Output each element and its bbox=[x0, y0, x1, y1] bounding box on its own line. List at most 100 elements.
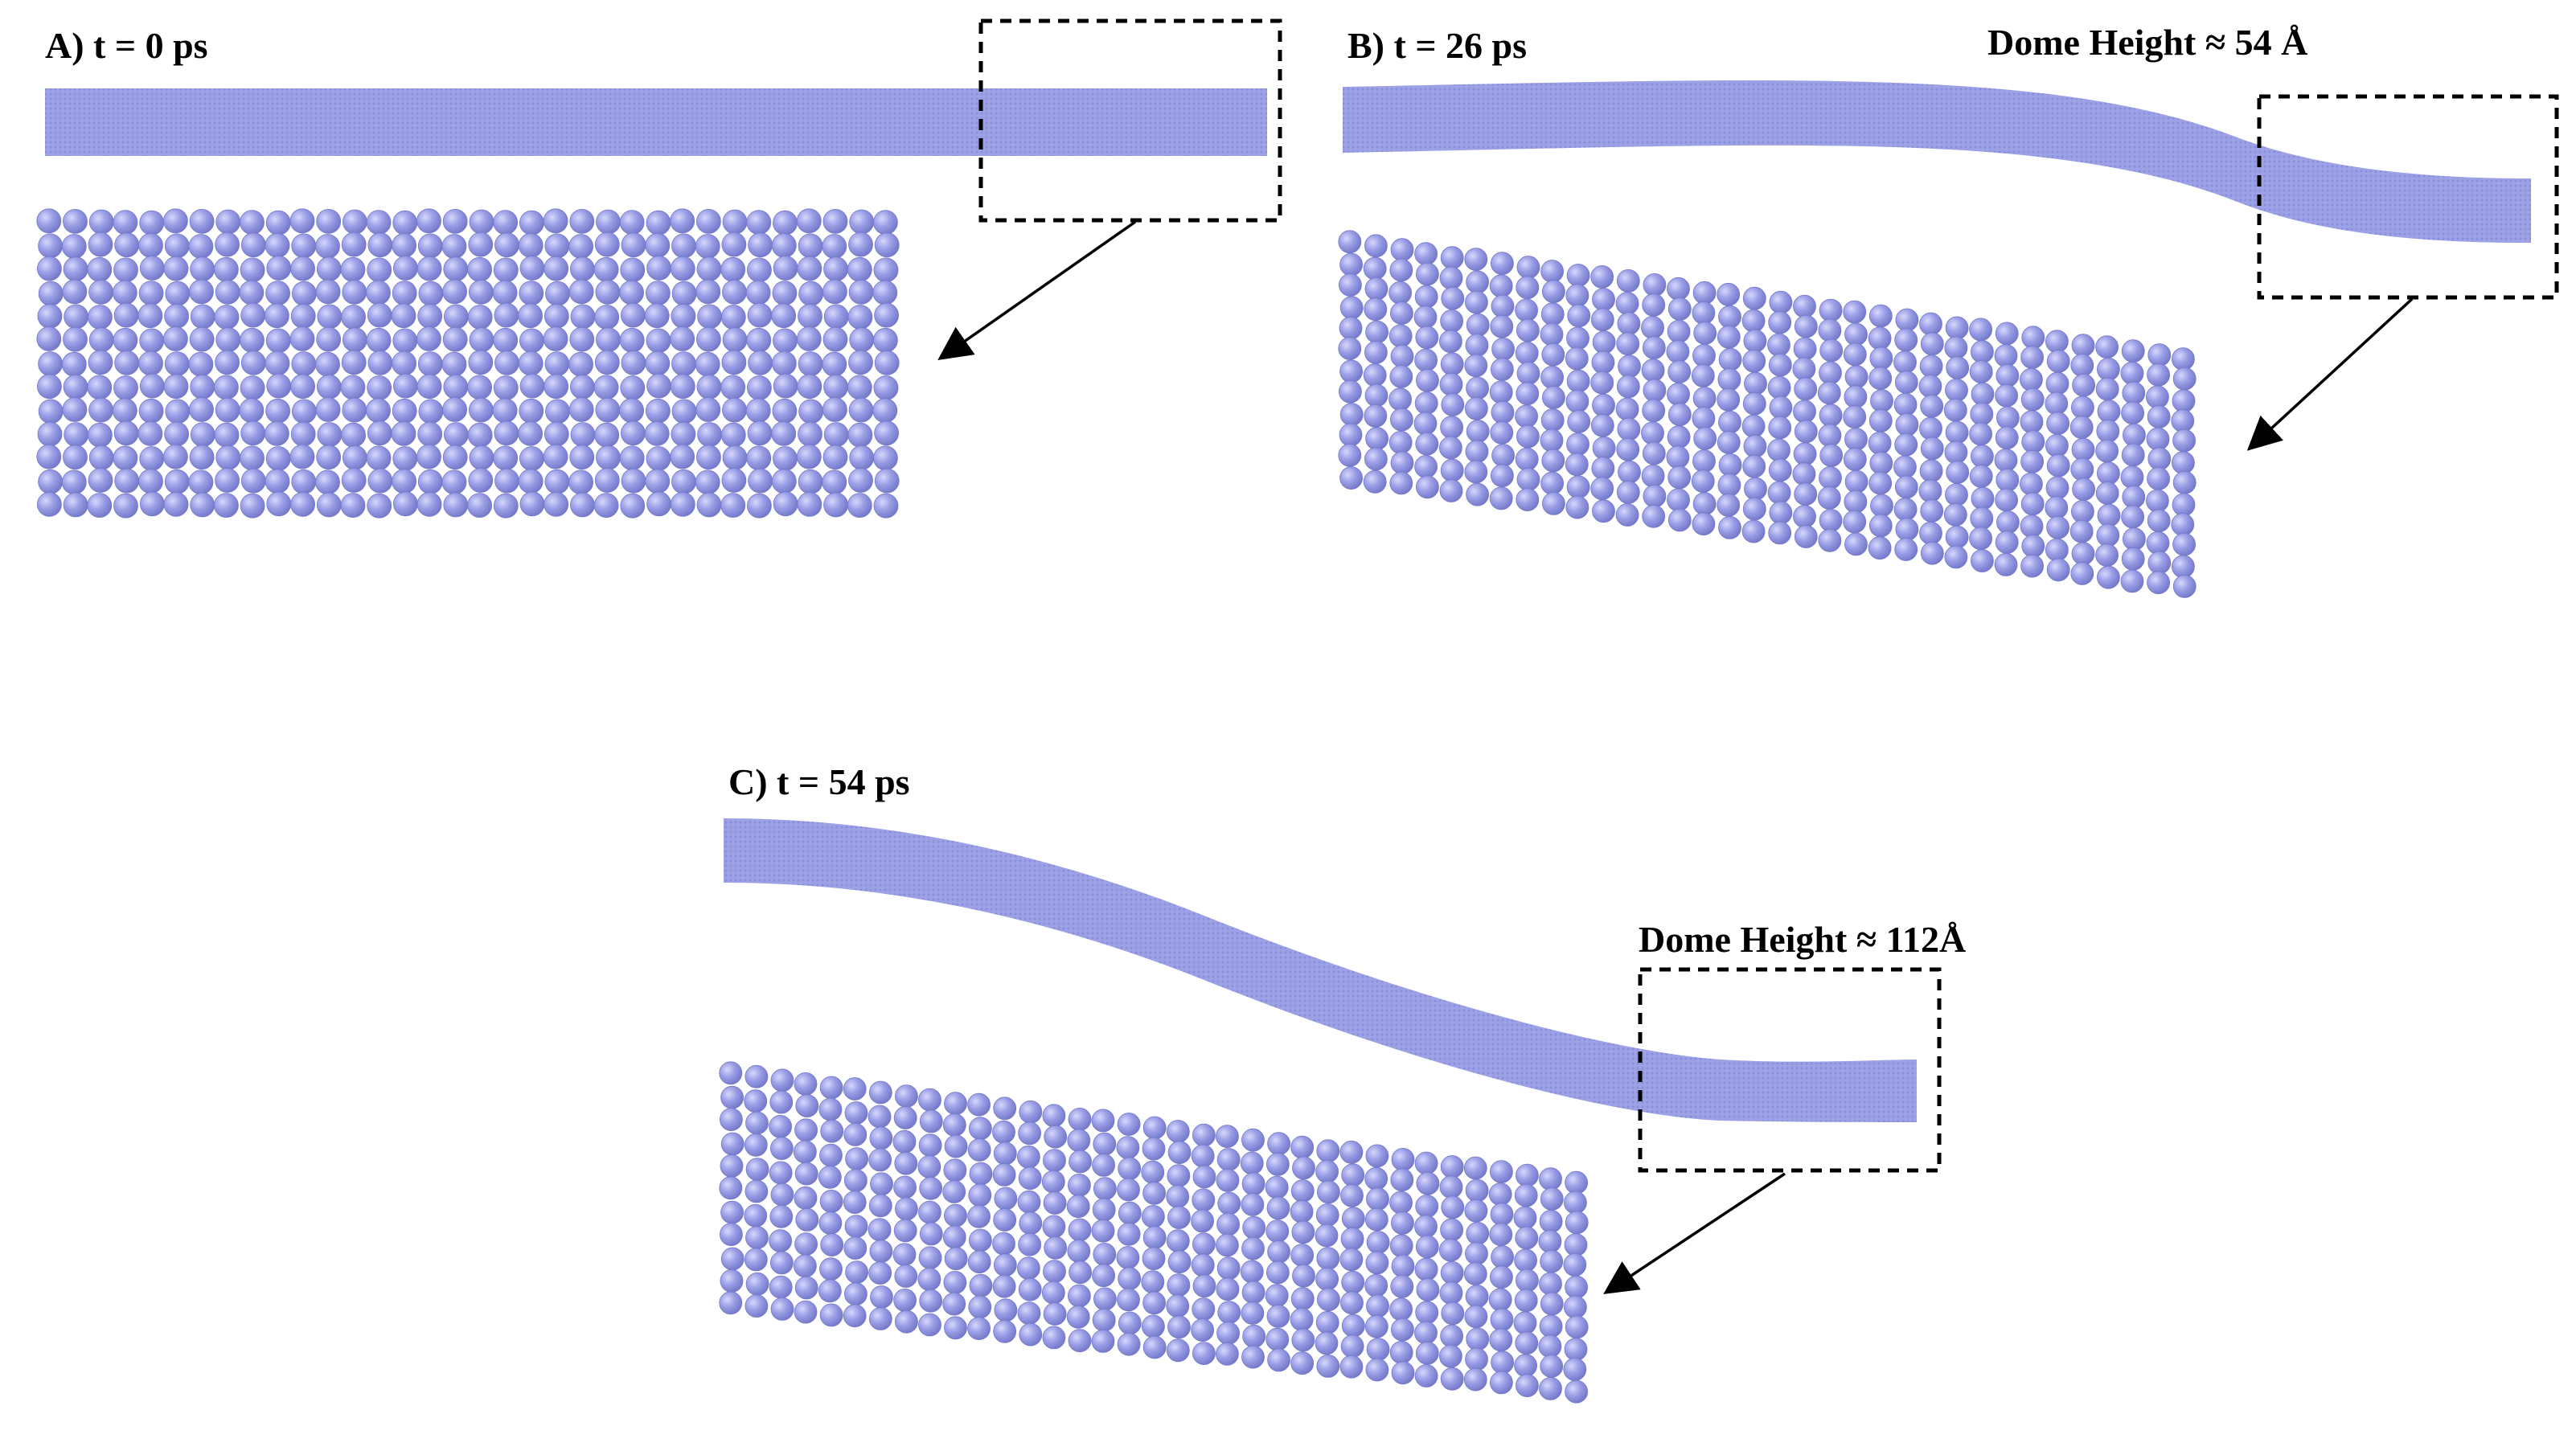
atom bbox=[1067, 1129, 1091, 1153]
atom bbox=[1490, 1160, 1513, 1183]
atom bbox=[1068, 1329, 1092, 1353]
atom bbox=[1365, 1251, 1389, 1275]
atom bbox=[874, 302, 899, 328]
atom bbox=[1439, 1344, 1462, 1368]
atom bbox=[847, 375, 872, 400]
atom bbox=[112, 398, 137, 424]
atom bbox=[289, 444, 315, 469]
atom bbox=[722, 327, 748, 353]
atom bbox=[696, 445, 721, 470]
atom bbox=[1943, 502, 1967, 527]
atom bbox=[1919, 355, 1943, 379]
atom bbox=[1389, 365, 1413, 388]
atom bbox=[442, 326, 468, 352]
atom bbox=[1491, 294, 1515, 318]
atom bbox=[494, 350, 519, 375]
atom bbox=[113, 257, 138, 283]
atom bbox=[317, 422, 343, 447]
atom bbox=[720, 1223, 743, 1246]
atom bbox=[1339, 1248, 1364, 1272]
atom bbox=[696, 208, 721, 234]
atom bbox=[1118, 1267, 1142, 1291]
atom bbox=[796, 326, 822, 351]
atom bbox=[544, 469, 570, 494]
atom bbox=[646, 446, 671, 471]
atom bbox=[1868, 304, 1893, 328]
atom bbox=[1920, 332, 1944, 356]
atom bbox=[1488, 1183, 1512, 1206]
atom bbox=[721, 232, 747, 257]
atom bbox=[544, 233, 570, 259]
atom bbox=[1564, 1191, 1587, 1215]
atom bbox=[1491, 400, 1515, 424]
atom bbox=[1918, 375, 1942, 398]
panel-a-strip bbox=[45, 88, 1267, 156]
atom bbox=[139, 328, 165, 354]
atom bbox=[1166, 1294, 1190, 1318]
atom bbox=[113, 302, 139, 328]
atom bbox=[1693, 427, 1717, 450]
atom bbox=[1944, 545, 1968, 569]
atom bbox=[164, 303, 190, 329]
atom bbox=[88, 327, 114, 353]
atom bbox=[874, 232, 900, 258]
atom bbox=[189, 326, 215, 352]
atom bbox=[1338, 443, 1362, 467]
atom bbox=[772, 281, 798, 306]
atom bbox=[1118, 1157, 1142, 1181]
atom bbox=[1514, 1289, 1538, 1313]
atom bbox=[844, 1282, 868, 1306]
atom bbox=[720, 1247, 744, 1271]
atom bbox=[114, 232, 140, 258]
atom bbox=[138, 281, 164, 306]
atom bbox=[1339, 359, 1363, 383]
atom bbox=[1069, 1150, 1092, 1174]
atom bbox=[1768, 416, 1792, 440]
atom bbox=[773, 373, 798, 399]
atom bbox=[843, 1191, 867, 1214]
panel-c-label: C) t = 54 ps bbox=[728, 761, 910, 802]
atom bbox=[1642, 293, 1666, 317]
atom bbox=[719, 1176, 743, 1200]
atom bbox=[1643, 273, 1667, 297]
atom bbox=[1564, 1233, 1588, 1256]
atom bbox=[1843, 342, 1867, 367]
atom bbox=[468, 468, 494, 493]
atom bbox=[137, 421, 163, 446]
atom bbox=[1414, 1257, 1438, 1281]
atom bbox=[1818, 528, 1842, 552]
atom bbox=[621, 350, 646, 375]
atom bbox=[993, 1253, 1017, 1277]
atom bbox=[771, 421, 797, 446]
atom bbox=[874, 468, 900, 494]
atom bbox=[1718, 410, 1741, 434]
atom bbox=[1616, 268, 1640, 293]
atom bbox=[1364, 1314, 1388, 1338]
atom bbox=[1490, 1308, 1514, 1332]
atom bbox=[2070, 457, 2094, 482]
atom bbox=[469, 279, 494, 305]
atom bbox=[544, 374, 569, 400]
atom bbox=[820, 1233, 844, 1256]
atom bbox=[1920, 437, 1944, 461]
atom bbox=[619, 398, 644, 424]
atom bbox=[1565, 1211, 1589, 1235]
atom bbox=[2121, 339, 2145, 363]
atom bbox=[113, 327, 138, 353]
atom bbox=[595, 279, 621, 305]
atom bbox=[1390, 451, 1414, 475]
atom bbox=[695, 469, 720, 495]
atom bbox=[543, 208, 568, 234]
atom bbox=[1364, 277, 1388, 301]
atom bbox=[1563, 1358, 1587, 1381]
atom bbox=[1341, 1163, 1365, 1187]
atom bbox=[290, 374, 316, 400]
atom bbox=[1388, 387, 1412, 412]
atom bbox=[1515, 341, 1539, 365]
atom bbox=[190, 422, 215, 447]
atom bbox=[2097, 503, 2121, 527]
atom bbox=[1667, 465, 1692, 490]
atom bbox=[1844, 385, 1868, 409]
atom bbox=[1692, 512, 1716, 536]
atom bbox=[38, 469, 63, 494]
